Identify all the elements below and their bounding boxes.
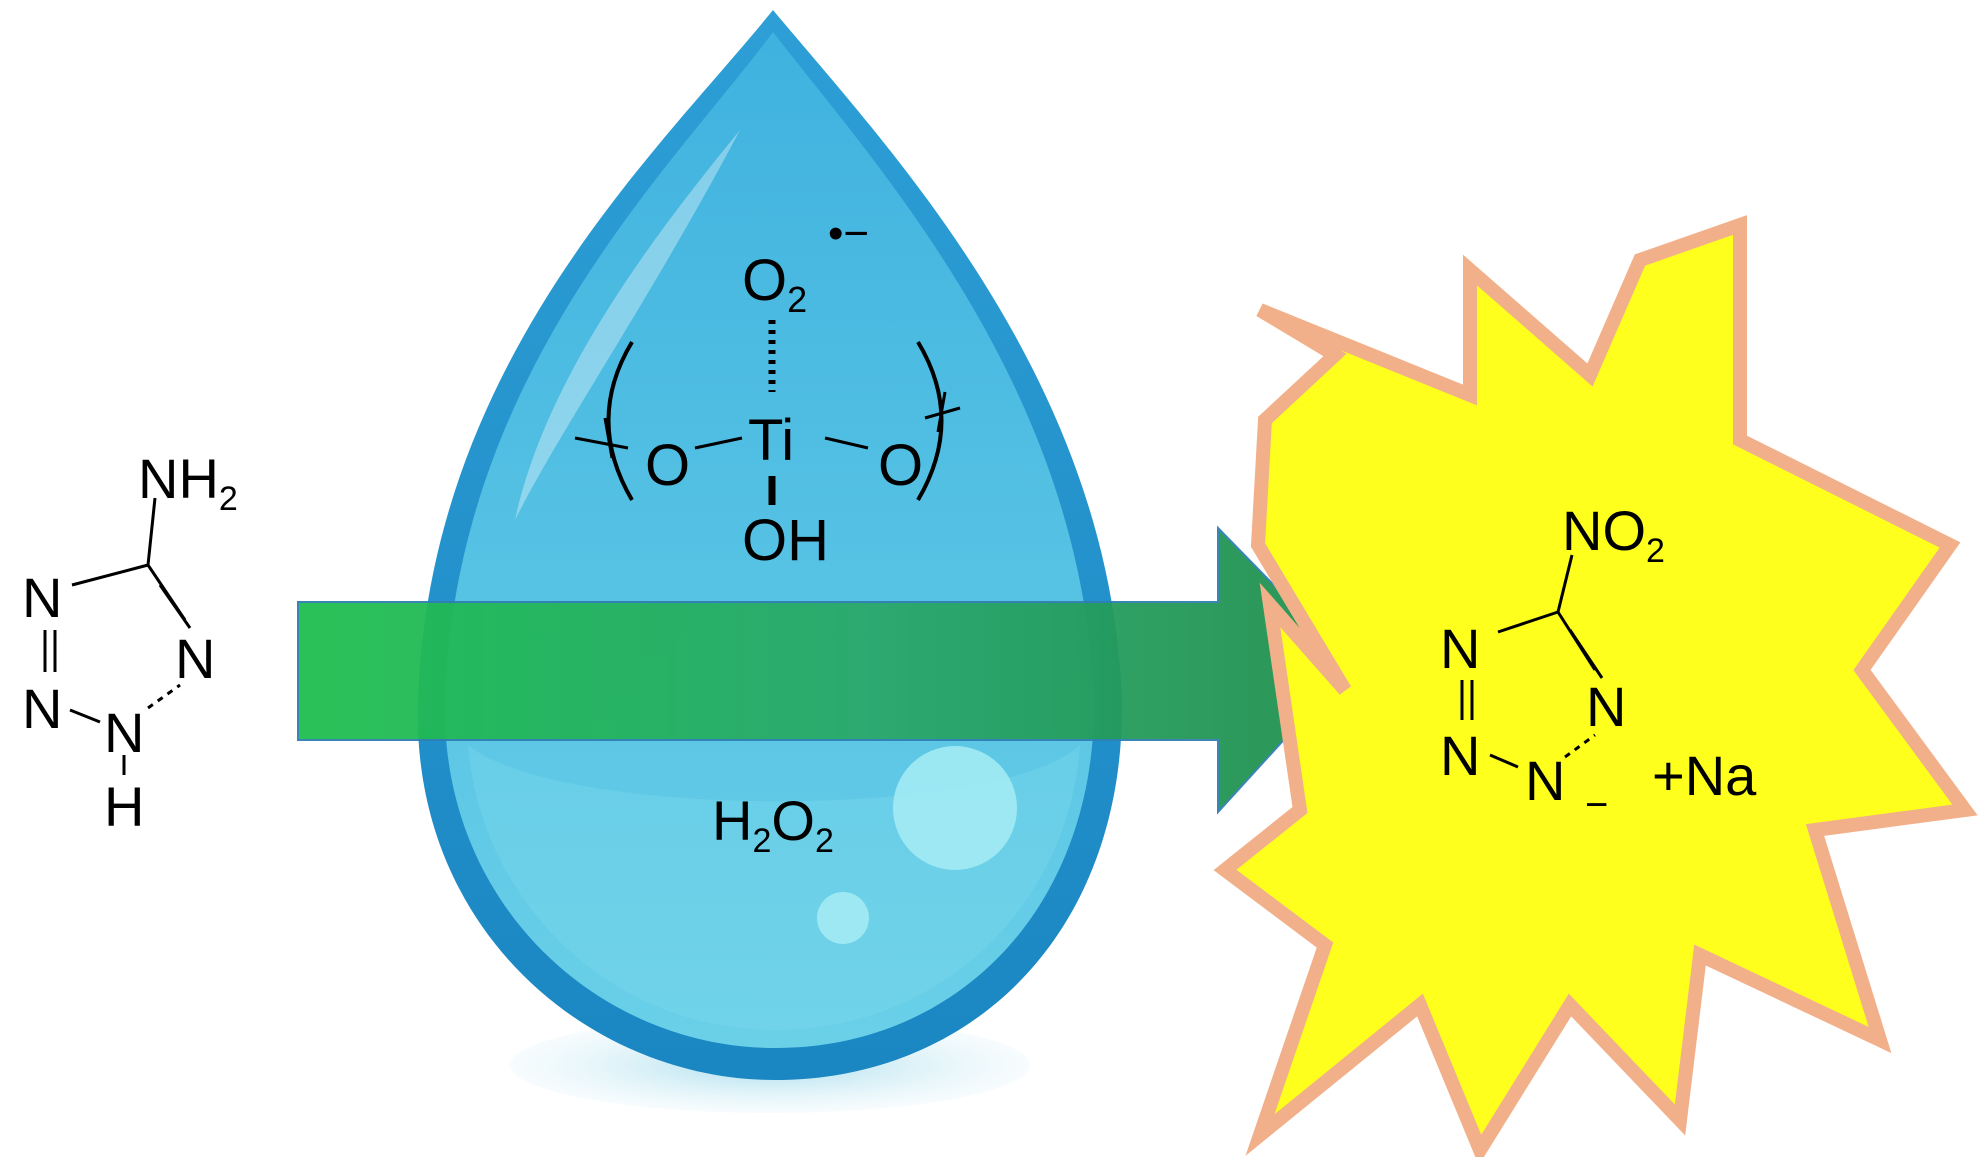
product-molecule: NO2 N N N N − +Na (1440, 499, 1757, 827)
oxidant-label-group: H2O2 (712, 789, 834, 860)
reactant-molecule: NH2 N N N N H (22, 447, 238, 838)
reactant-n4: N (104, 701, 144, 764)
product-burst (1213, 215, 1978, 1157)
bubble-small (817, 892, 869, 944)
product-substituent-label: NO2 (1562, 499, 1665, 570)
catalyst-structure: O2 •− O O Ti OH (574, 209, 961, 573)
water-drop (417, 10, 1123, 1113)
drop-highlight (515, 130, 740, 520)
oxidant-label: H2O2 (712, 789, 834, 860)
hydroxyl-label: OH (742, 508, 829, 573)
bubble-large (893, 746, 1017, 870)
reactant-n1: N (22, 566, 62, 629)
radical-label: •− (828, 209, 869, 258)
product-n2: N (1586, 675, 1626, 738)
reactant-n3: N (22, 677, 62, 740)
burst-shape (1213, 215, 1978, 1157)
peroxo-label: O2 (742, 248, 807, 320)
reactant-h: H (104, 775, 144, 838)
titanium-label: Ti (748, 408, 794, 473)
product-n3: N (1440, 724, 1480, 787)
left-bracket (606, 340, 634, 502)
reactant-n2: N (175, 627, 215, 690)
left-oxygen-label: O (645, 433, 690, 498)
right-oxygen-label: O (878, 433, 923, 498)
product-n1: N (1440, 617, 1480, 680)
product-charge: − (1585, 783, 1608, 827)
reactant-substituent-label: NH2 (138, 447, 238, 518)
counter-ion-label: +Na (1652, 744, 1757, 807)
product-n4: N (1525, 749, 1565, 812)
